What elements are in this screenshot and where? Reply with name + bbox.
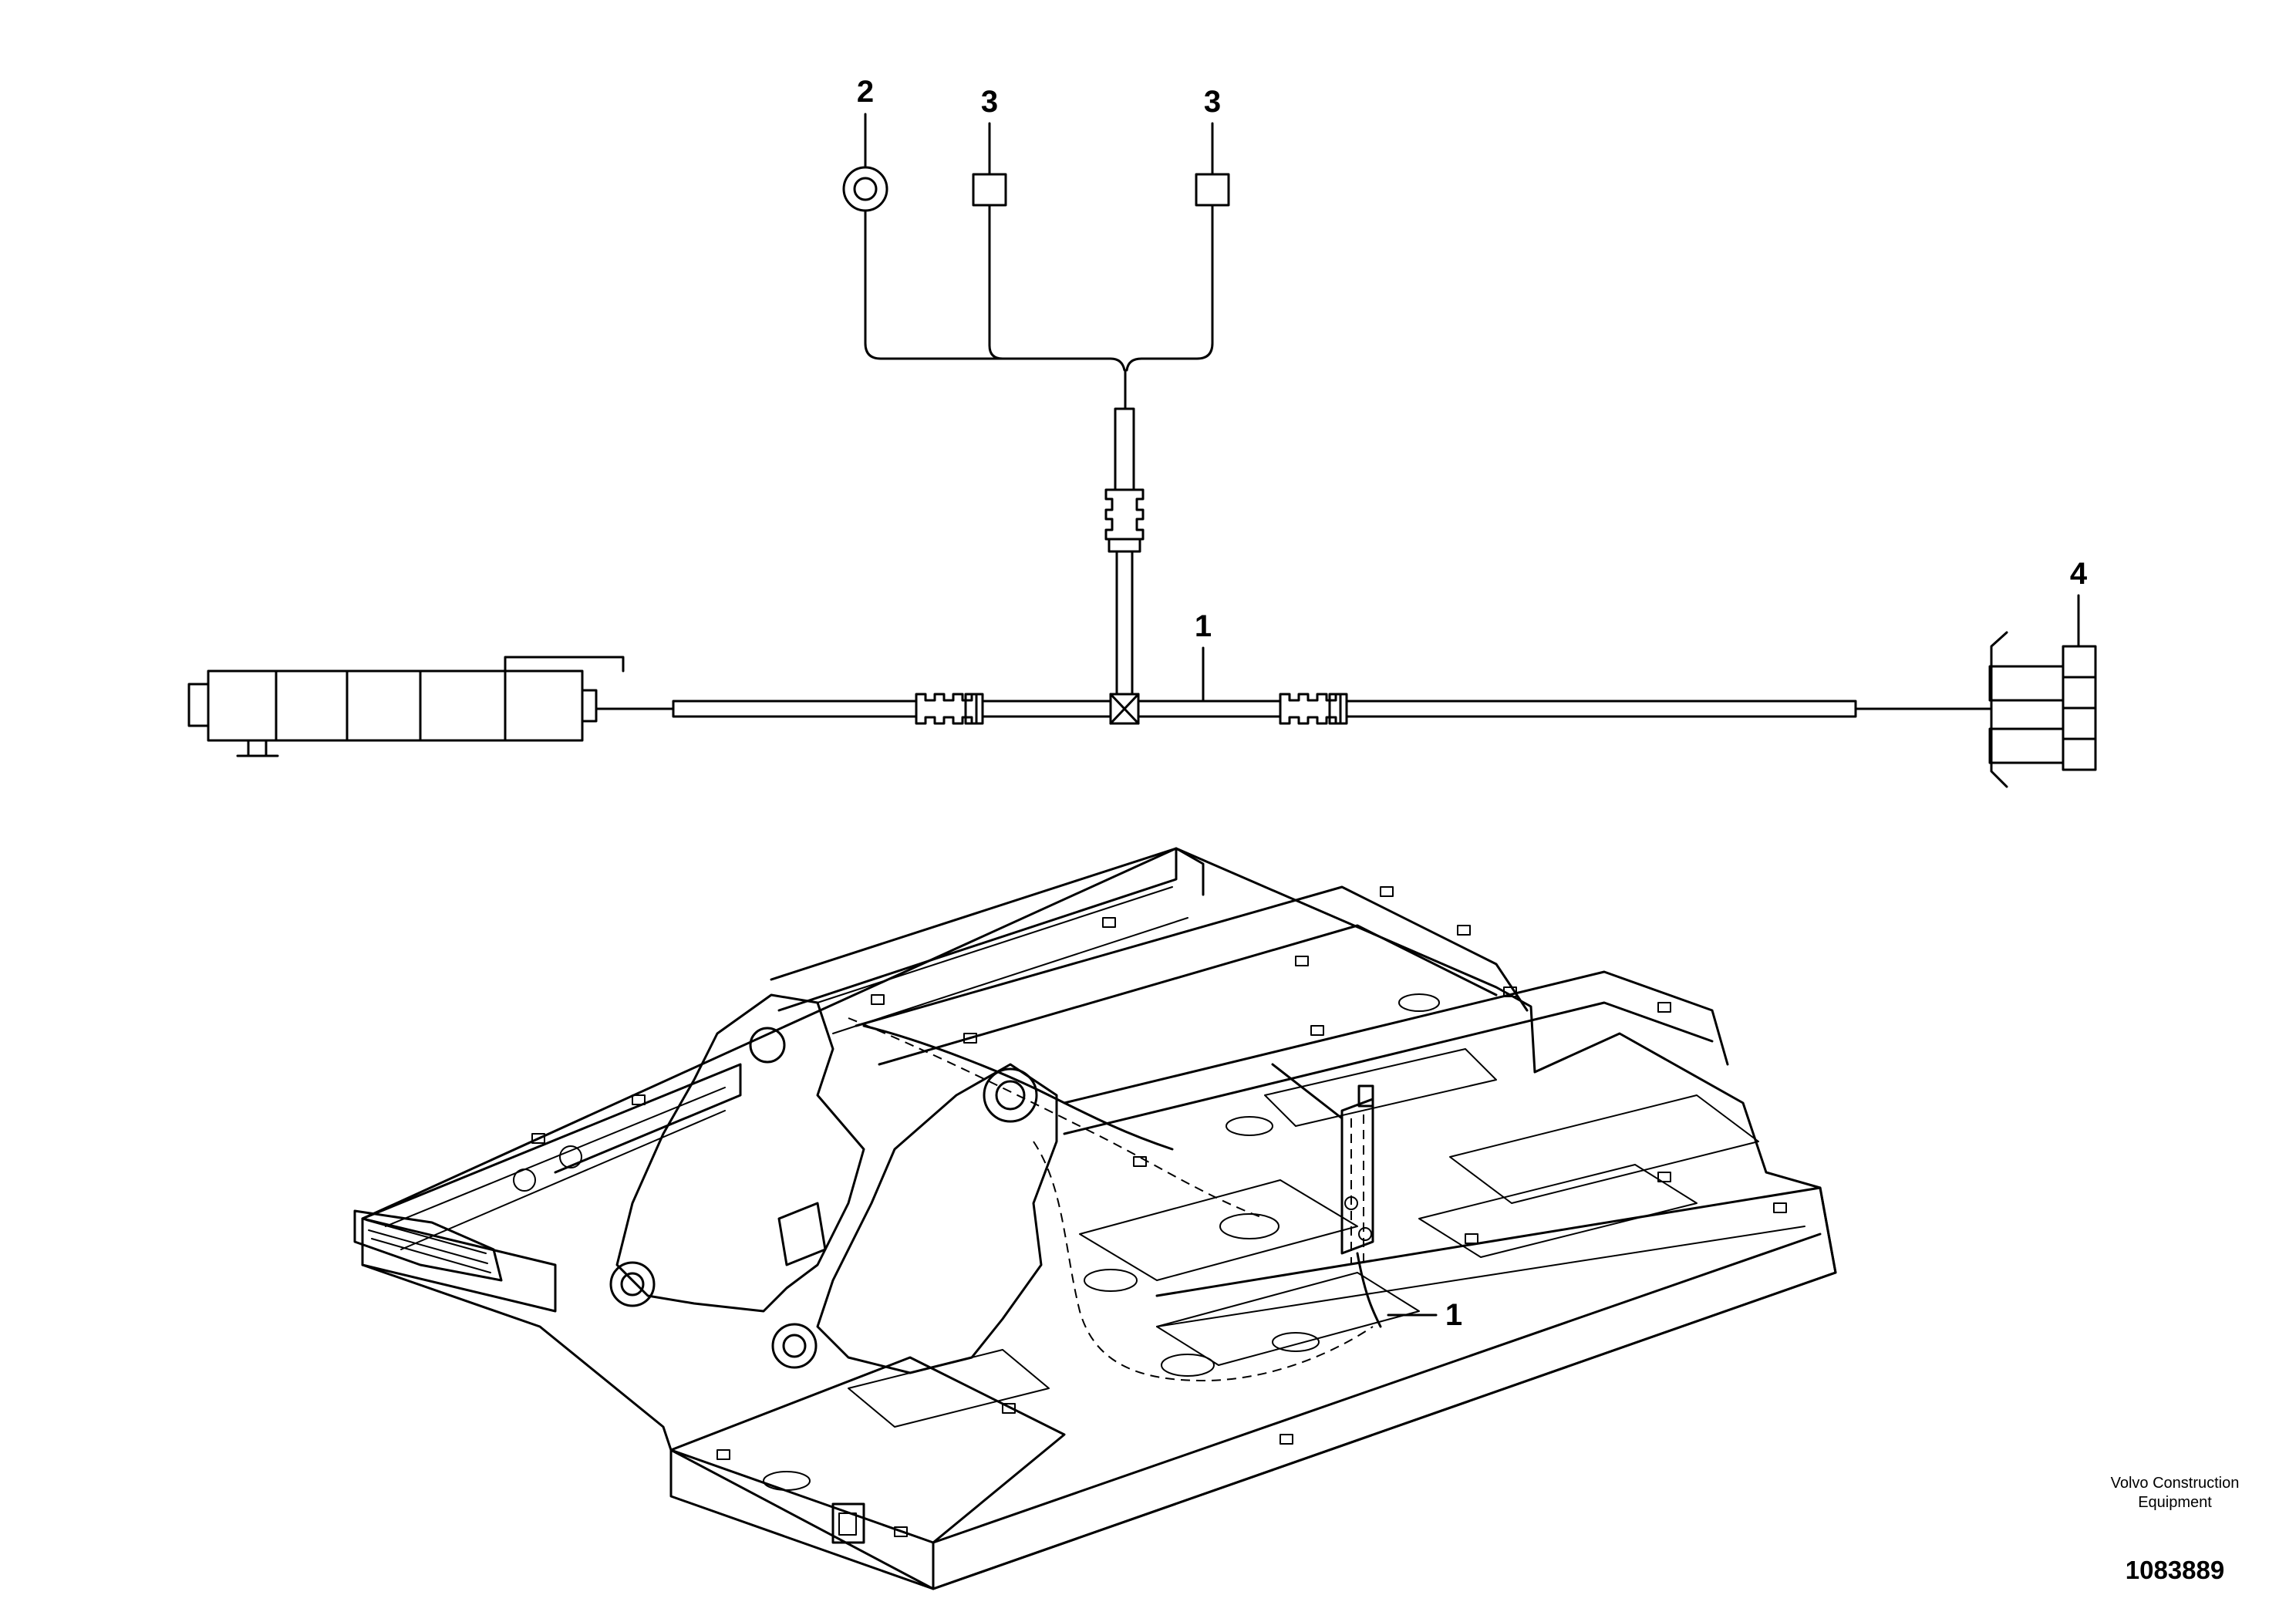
grommet-right	[1279, 693, 1348, 725]
left-connector-block	[187, 656, 675, 757]
main-harness-right	[1137, 700, 1857, 718]
brand-line-1: Volvo Construction	[2110, 1475, 2240, 1492]
front-box	[669, 1356, 1066, 1544]
trunk-sleeve-upper	[1114, 407, 1135, 491]
frame-bolt-pads	[531, 886, 1787, 1537]
boom-bracket-right	[816, 1063, 1058, 1374]
frame-outline	[361, 847, 1837, 1590]
grommet-left	[915, 693, 984, 725]
callout-4-label: 4	[2070, 557, 2088, 591]
trunk-grommet	[1104, 488, 1145, 541]
excavator-frame: 1	[353, 847, 1837, 1590]
right-plug-connector	[1988, 631, 2097, 788]
callout-3b-label: 3	[1204, 85, 1221, 119]
brand-line-2: Equipment	[2138, 1494, 2212, 1511]
branch-wire-b	[1125, 204, 1214, 372]
connector-b	[1195, 173, 1230, 207]
frame-harness-visible	[862, 1024, 1174, 1151]
harness-schematic: 2 3 3 1	[187, 75, 2097, 788]
frame-harness-route-2	[1033, 1141, 1374, 1382]
callout-1-label: 1	[1195, 609, 1212, 643]
step-plate	[353, 1209, 503, 1282]
ground-ring-hole	[853, 177, 878, 201]
ground-ring-terminal	[842, 166, 888, 212]
branch-wire-ring	[864, 209, 1126, 372]
callout-3a-label: 3	[981, 85, 998, 119]
branch-wire-a	[988, 204, 1004, 360]
connector-a	[972, 173, 1007, 207]
callout-1-frame-label: 1	[1445, 1298, 1462, 1332]
trunk-clip	[1108, 538, 1141, 553]
brand-caption: Volvo Construction Equipment	[2082, 1474, 2267, 1512]
frame-harness-route-1	[848, 1017, 1266, 1219]
main-harness-left	[672, 700, 1112, 718]
harness-bracket	[1340, 1084, 1382, 1328]
drawing-number: 1083889	[2125, 1556, 2225, 1584]
callout-2-label: 2	[857, 75, 874, 109]
boom-bracket-left	[615, 993, 865, 1313]
